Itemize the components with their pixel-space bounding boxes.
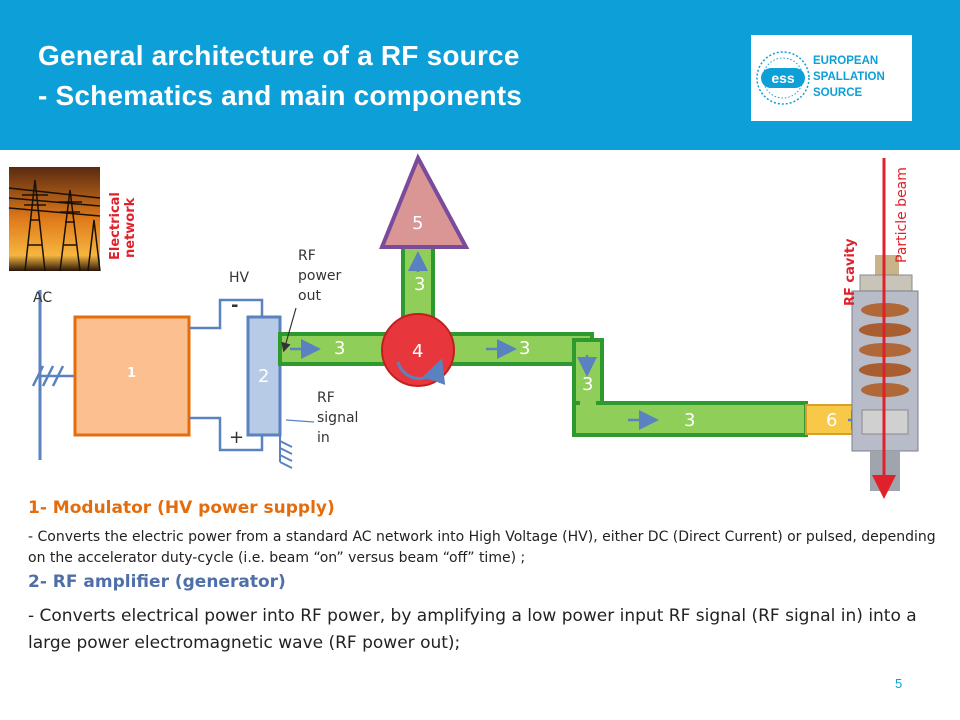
load-number: 5	[412, 213, 424, 234]
circulator-arrow-icon	[396, 358, 446, 386]
coupler-number: 6	[826, 410, 838, 431]
title-line-2: - Schematics and main components	[38, 80, 523, 111]
rf-signal-in-pointer	[285, 419, 315, 423]
ess-logo-mark-text: ess	[771, 70, 795, 86]
waveguide-number-2: 3	[519, 338, 531, 359]
amplifier-number: 2	[258, 366, 270, 387]
item2-heading: 2- RF amplifier (generator)	[28, 572, 286, 592]
load-triangle	[379, 153, 470, 249]
rf-signal-in-label: RF signal in	[317, 390, 359, 446]
hv-plus-label: +	[229, 427, 245, 448]
amplifier-box	[246, 315, 282, 437]
waveguide-number-1: 3	[334, 338, 346, 359]
hv-minus-wire	[189, 298, 264, 330]
item1-text: - Converts the electric power from a sta…	[28, 529, 936, 566]
electrical-network-label: Electrical network	[108, 192, 138, 260]
modulator-number: 1	[127, 366, 137, 381]
rf-power-out-pointer	[281, 307, 297, 353]
logo-line-2: SPALLATION	[813, 71, 885, 83]
page-title: General architecture of a RF source - Sc…	[38, 36, 522, 116]
ess-logo-mark-icon: ess	[756, 51, 810, 105]
ac-label: AC	[33, 290, 53, 306]
logo-line-1: EUROPEAN	[813, 55, 879, 67]
waveguide-lower	[572, 401, 808, 437]
circulator-number: 4	[412, 341, 424, 362]
rf-cavity-label: RF cavity	[843, 238, 858, 306]
hv-minus-label: -	[231, 295, 239, 316]
ground-icon	[279, 435, 293, 469]
waveguide-number-5: 3	[414, 274, 426, 295]
ess-logo: ess EUROPEAN SPALLATION SOURCE	[751, 35, 912, 121]
rf-power-out-label: RF power out	[298, 248, 342, 304]
rf-source-diagram: Electrical network AC HV - + RF power ou…	[0, 150, 960, 500]
title-line-1: General architecture of a RF source	[38, 40, 520, 71]
logo-line-3: SOURCE	[813, 87, 863, 99]
hv-label: HV	[229, 270, 250, 286]
hv-plus-wire	[189, 416, 264, 452]
page-number: 5	[895, 676, 903, 691]
waveguide-number-3: 3	[582, 374, 594, 395]
header-banner: General architecture of a RF source - Sc…	[0, 0, 960, 150]
item1-heading: 1- Modulator (HV power supply)	[28, 498, 335, 518]
modulator-box	[73, 315, 191, 437]
diagram-canvas	[8, 153, 919, 499]
item2-text: - Converts electrical power into RF powe…	[28, 606, 917, 653]
waveguide-number-4: 3	[684, 410, 696, 431]
electrical-network-photo	[8, 167, 101, 272]
particle-beam-label: Particle beam	[894, 167, 910, 263]
logo-text: EUROPEAN SPALLATION SOURCE	[813, 53, 885, 101]
